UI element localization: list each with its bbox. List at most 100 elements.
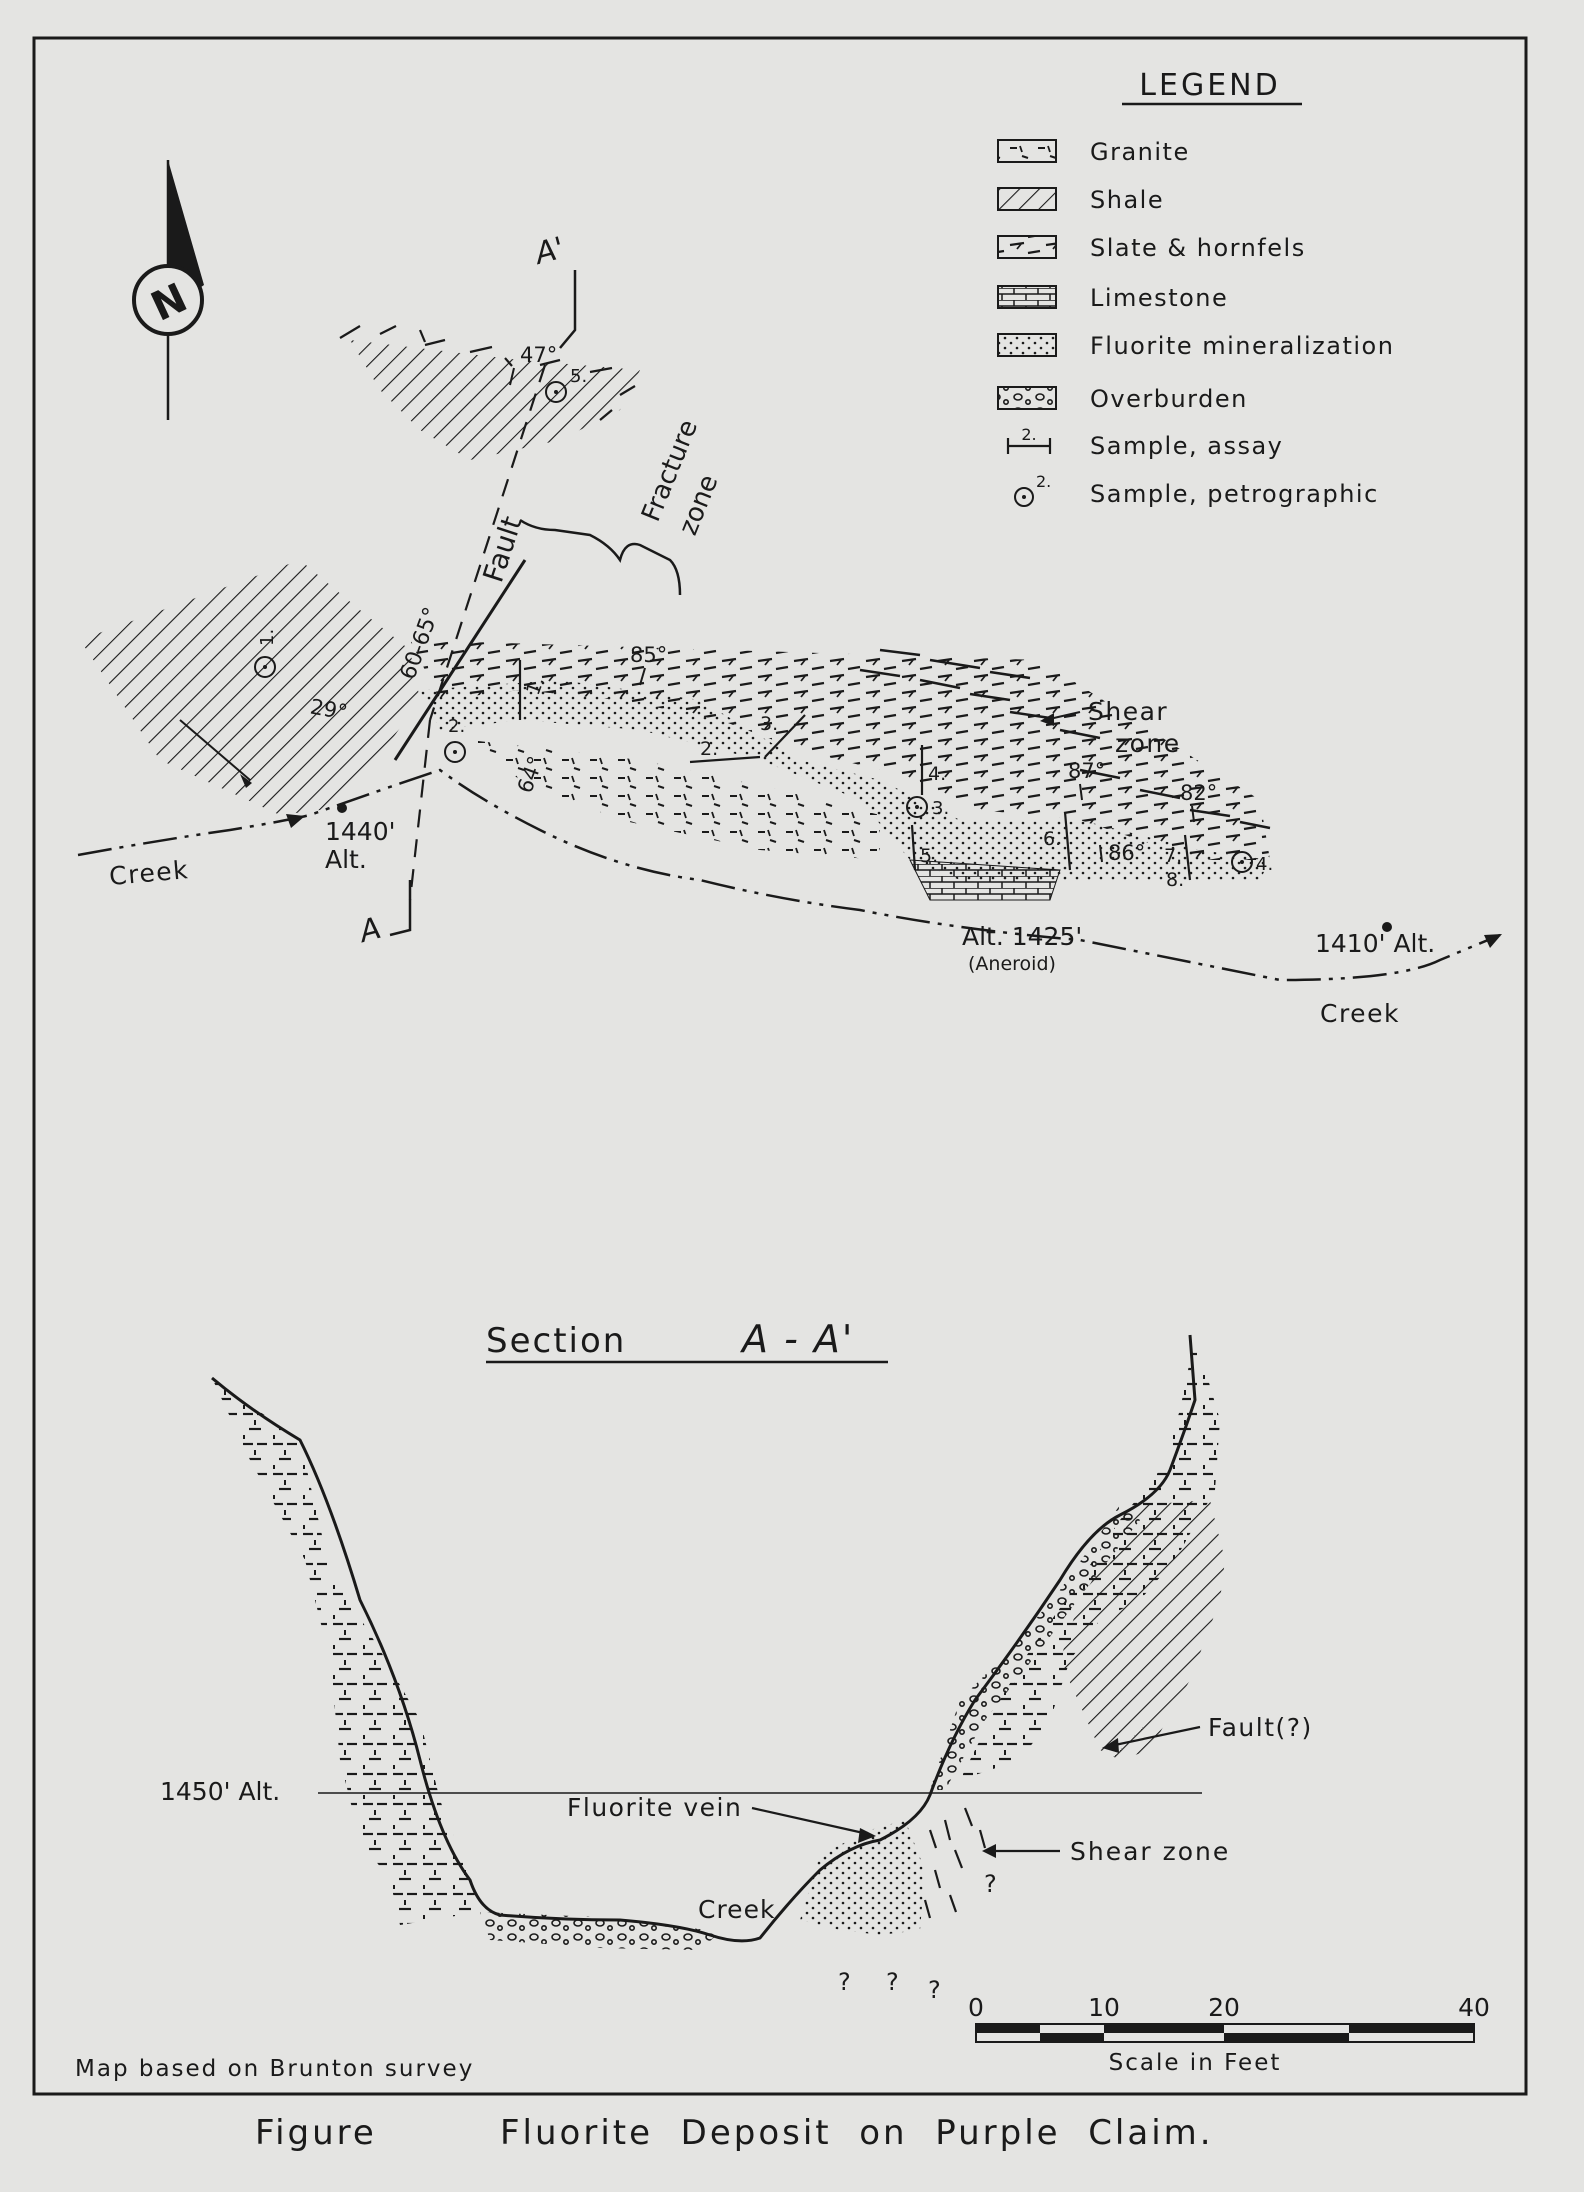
petro-sample-4: 4. bbox=[1231, 851, 1273, 875]
overburden-slope bbox=[930, 1505, 1140, 1790]
fault-arrow-icon bbox=[1102, 1725, 1201, 1753]
assay-symbol-number: 2. bbox=[1021, 425, 1036, 444]
legend-item-limestone: Limestone bbox=[997, 284, 1228, 312]
dip-label-82: 82° bbox=[1180, 781, 1217, 805]
creek-arrow-east-icon bbox=[1484, 934, 1502, 948]
petro-symbol-number: 2. bbox=[1036, 472, 1051, 491]
section-shear-ticks bbox=[923, 1807, 987, 1919]
legend-item-fluorite: Fluorite mineralization bbox=[997, 332, 1393, 360]
section-marker-a-prime: A' bbox=[530, 231, 569, 273]
legend-item-slate: Slate & hornfels bbox=[997, 234, 1306, 262]
petrographic-sample-icon: 2. bbox=[1014, 472, 1051, 507]
svg-text:4.: 4. bbox=[1256, 854, 1273, 875]
svg-text:4.: 4. bbox=[928, 763, 946, 785]
overburden-valley bbox=[480, 1912, 720, 1950]
petro-sample-2: 2. bbox=[444, 716, 466, 763]
granite-swatch bbox=[997, 139, 1057, 163]
caption-prefix: Figure bbox=[255, 2113, 377, 2153]
creek-arrow-icon bbox=[286, 814, 305, 828]
question-mark-1: ? bbox=[838, 1968, 851, 1996]
section-creek-label: Creek bbox=[698, 1895, 775, 1924]
fault-line bbox=[393, 559, 527, 761]
alt-label-1440-line2: Alt. bbox=[325, 845, 367, 874]
legend-label-petrographic: Sample, petrographic bbox=[1090, 480, 1379, 508]
map-frame bbox=[32, 36, 1528, 2096]
scale-tick-20: 20 bbox=[1208, 1993, 1240, 2022]
fluorite-vein-label: Fluorite vein bbox=[567, 1793, 742, 1822]
top-shale-outcrop bbox=[350, 340, 640, 460]
fault-label: Fault bbox=[476, 512, 528, 586]
question-mark-4: ? bbox=[984, 1870, 997, 1898]
left-granite-body bbox=[212, 1378, 480, 1925]
shear-zone-label-1: Shear bbox=[1088, 697, 1168, 726]
fluorite-vein-body bbox=[800, 1820, 925, 1935]
shear-zone-label-2: zone bbox=[1115, 729, 1181, 758]
survey-note: Map based on Brunton survey bbox=[75, 2056, 474, 2082]
svg-text:2.: 2. bbox=[700, 738, 718, 760]
legend-item-granite: Granite bbox=[997, 138, 1190, 166]
legend-item-petrographic: 2. Sample, petrographic bbox=[1014, 472, 1379, 508]
alt-label-1425: Alt. 1425' bbox=[962, 922, 1082, 951]
section-fault-label: Fault(?) bbox=[1208, 1713, 1313, 1742]
legend-item-overburden: Overburden bbox=[997, 385, 1248, 413]
shale-swatch bbox=[997, 187, 1057, 211]
section-marker-a: A bbox=[354, 911, 385, 951]
dip-label-86: 86° bbox=[1108, 841, 1145, 865]
legend-label-assay: Sample, assay bbox=[1090, 432, 1283, 460]
assay-sample-2: 2. bbox=[689, 738, 761, 764]
assay-sample-8: 8. bbox=[1166, 869, 1184, 891]
legend-label-slate: Slate & hornfels bbox=[1090, 234, 1306, 262]
shear-zone-dashes bbox=[859, 648, 1271, 830]
section-shear-arrow-icon bbox=[982, 1844, 1060, 1858]
overburden-swatch bbox=[997, 386, 1057, 410]
legend-label-granite: Granite bbox=[1090, 138, 1190, 166]
legend-label-limestone: Limestone bbox=[1090, 284, 1228, 312]
assay-sample-7: 7. bbox=[1164, 834, 1192, 881]
fluorite-lens bbox=[420, 680, 1270, 880]
dip-label-85: 85° bbox=[630, 643, 667, 667]
svg-text:2.: 2. bbox=[448, 716, 465, 737]
main-shale-block bbox=[80, 560, 420, 815]
scale-bar: 0 10 20 40 Scale in Feet bbox=[968, 1993, 1490, 2076]
creek-label-left: Creek bbox=[108, 855, 190, 891]
top-granite-ticks bbox=[339, 325, 636, 421]
scale-label: Scale in Feet bbox=[1109, 2050, 1282, 2076]
svg-text:5.: 5. bbox=[570, 366, 587, 387]
limestone-swatch bbox=[997, 285, 1057, 309]
legend-item-shale: Shale bbox=[997, 186, 1164, 214]
alt-point-1410 bbox=[1382, 922, 1392, 932]
elevation-label: 1450' Alt. bbox=[160, 1777, 280, 1806]
section-title-ref: A - A' bbox=[739, 1317, 854, 1361]
assay-sample-6: 6. bbox=[1043, 811, 1072, 871]
alt-point-1440 bbox=[337, 803, 347, 813]
caption-text: Fluorite Deposit on Purple Claim. bbox=[500, 2113, 1214, 2153]
granite-wedge bbox=[470, 740, 880, 860]
petro-sample-5: 5. bbox=[545, 366, 587, 403]
fracture-zone-brace bbox=[519, 518, 682, 596]
svg-text:3.: 3. bbox=[760, 713, 778, 735]
svg-text:1.: 1. bbox=[257, 629, 278, 646]
legend: LEGEND Granite Shale Slate & hornfels Li… bbox=[997, 68, 1393, 508]
assay-sample-4: 4. bbox=[920, 745, 946, 795]
slate-swatch bbox=[997, 235, 1057, 259]
section-shear-zone-label: Shear zone bbox=[1070, 1837, 1230, 1866]
assay-sample-5: 5. bbox=[910, 824, 938, 871]
question-mark-2: ? bbox=[886, 1968, 899, 1996]
scale-tick-10: 10 bbox=[1088, 1993, 1120, 2022]
svg-text:6.: 6. bbox=[1043, 828, 1061, 850]
plan-map: 47° 5. A' A bbox=[77, 231, 1502, 1028]
fluorite-swatch bbox=[997, 333, 1057, 357]
scale-tick-40: 40 bbox=[1458, 1993, 1490, 2022]
ground-profile bbox=[211, 1334, 1197, 1943]
alt-label-aneroid: (Aneroid) bbox=[968, 953, 1056, 975]
legend-label-shale: Shale bbox=[1090, 186, 1164, 214]
dip-label-47: 47° bbox=[520, 343, 557, 367]
limestone-pod bbox=[909, 859, 1061, 901]
dip-label-87: 87° bbox=[1068, 759, 1105, 783]
alt-label-1410: 1410' Alt. bbox=[1315, 929, 1435, 958]
scale-tick-0: 0 bbox=[968, 1993, 984, 2022]
legend-label-overburden: Overburden bbox=[1090, 385, 1248, 413]
section-title: Section bbox=[486, 1321, 626, 1361]
petro-sample-3: 3. bbox=[906, 796, 949, 819]
